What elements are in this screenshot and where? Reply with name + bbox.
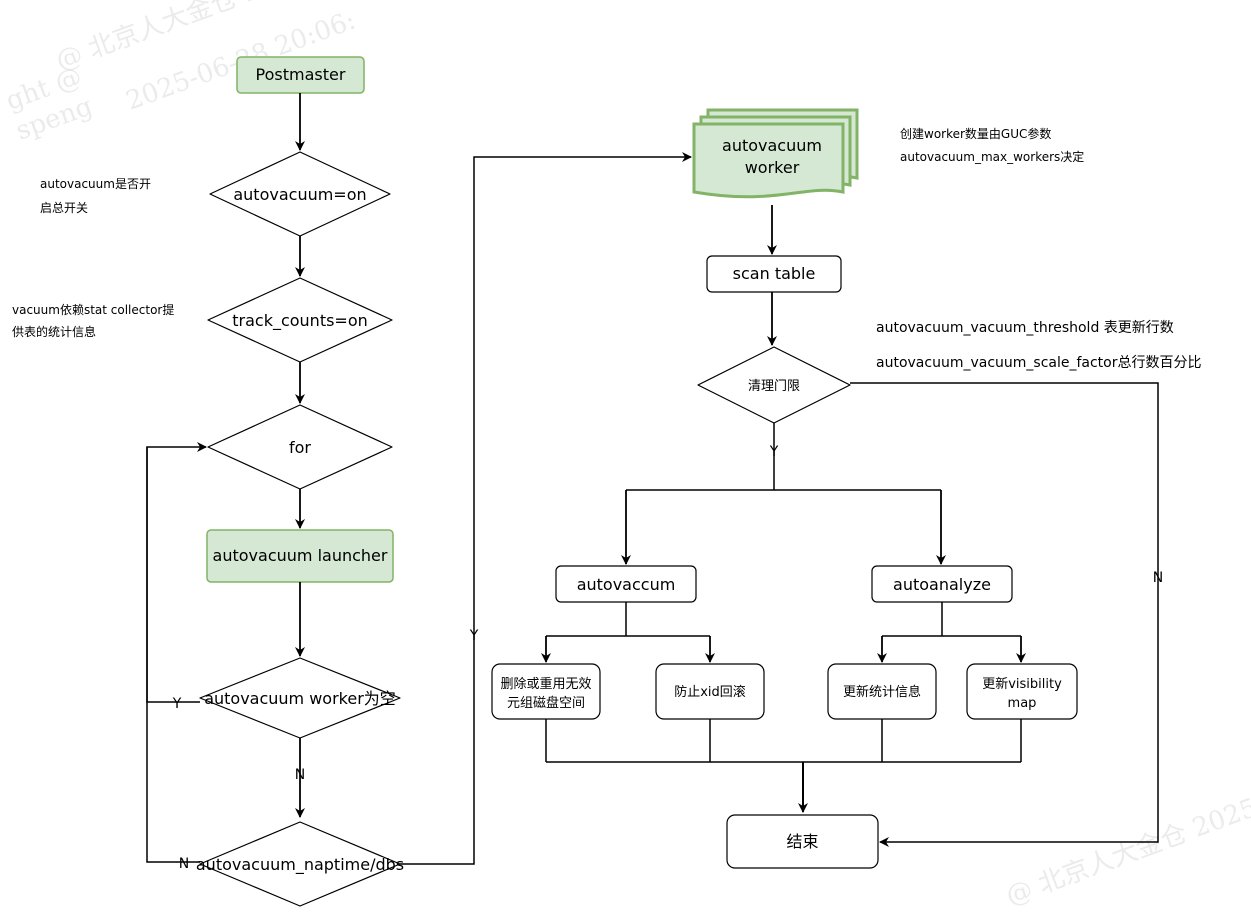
edge-naptime-yes-worker xyxy=(400,152,692,865)
annotation-autovacuum-switch-2: 启总开关 xyxy=(40,201,88,215)
annotation-vacuum-dep-2: 供表的统计信息 xyxy=(12,324,96,339)
node-postmaster: Postmaster xyxy=(236,56,365,94)
threshold-label: 清理门限 xyxy=(748,379,800,394)
node-worker-empty: autovacuum worker为空 xyxy=(199,657,401,739)
annotation-autovacuum-switch-1: autovacuum是否开 xyxy=(40,177,151,191)
edge-label-worker-empty-no: N xyxy=(295,767,305,783)
node-update-vm: 更新visibility map xyxy=(966,663,1078,720)
autovaccum-label: autovaccum xyxy=(577,575,676,594)
annotation-worker-count-2: autovacuum_max_workers决定 xyxy=(900,149,1084,164)
node-autovaccum: autovaccum xyxy=(555,565,697,603)
edge-label-threshold-no: N xyxy=(1153,570,1163,586)
node-threshold: 清理门限 xyxy=(697,346,851,424)
worker-label-line2: worker xyxy=(745,158,800,177)
node-prevent-xid: 防止xid回滚 xyxy=(655,663,765,720)
edge-label-worker-empty-yes: Y xyxy=(172,696,182,712)
annotation-worker-count-1: 创建worker数量由GUC参数 xyxy=(900,126,1051,141)
launcher-label: autovacuum launcher xyxy=(213,546,388,565)
node-for: for xyxy=(207,404,393,490)
node-autovacuum-worker: autovacuum worker xyxy=(692,108,859,199)
delete-label-line2: 元组磁盘空间 xyxy=(507,695,585,711)
edge-threshold-no-end xyxy=(850,382,1159,847)
node-autoanalyze: autoanalyze xyxy=(871,565,1013,603)
watermark-text-5: @ 北京人大金仓 2025-06-28 20:06: xyxy=(1002,733,1251,912)
node-scan-table: scan table xyxy=(706,255,842,293)
node-update-stats: 更新统计信息 xyxy=(827,663,937,720)
edge-label-naptime-yes: Y xyxy=(469,628,479,644)
track-counts-on-label: track_counts=on xyxy=(232,311,368,331)
postmaster-label: Postmaster xyxy=(256,65,346,84)
edge-worker-empty-yes-loop xyxy=(146,442,207,703)
end-label: 结束 xyxy=(786,832,818,851)
node-autovacuum-launcher: autovacuum launcher xyxy=(206,529,394,583)
autovacuum-on-label: autovacuum=on xyxy=(233,185,366,204)
delete-label-line1: 删除或重用无效 xyxy=(500,676,591,692)
annotation-vacuum-dep-1: vacuum依赖stat collector提 xyxy=(12,302,174,317)
node-end: 结束 xyxy=(726,814,879,869)
edge-naptime-no-loop xyxy=(146,447,200,863)
annotation-vac-scale: autovacuum_vacuum_scale_factor总行数百分比 xyxy=(876,355,1202,371)
update-vm-label-line1: 更新visibility xyxy=(982,676,1062,692)
worker-label-line1: autovacuum xyxy=(722,136,822,155)
node-delete-tuples: 删除或重用无效 元组磁盘空间 xyxy=(491,663,601,720)
annotation-vac-threshold: autovacuum_vacuum_threshold 表更新行数 xyxy=(876,320,1174,336)
for-label: for xyxy=(289,438,311,457)
worker-empty-label: autovacuum worker为空 xyxy=(204,689,396,708)
autoanalyze-label: autoanalyze xyxy=(893,575,991,594)
node-autovacuum-on: autovacuum=on xyxy=(209,151,391,237)
node-naptime: autovacuum_naptime/dbs xyxy=(196,821,404,907)
naptime-label: autovacuum_naptime/dbs xyxy=(196,855,404,875)
prevent-xid-label: 防止xid回滚 xyxy=(674,684,746,700)
edge-label-threshold-yes: Y xyxy=(769,444,779,460)
update-stats-label: 更新统计信息 xyxy=(843,684,921,700)
edge-label-naptime-no: N xyxy=(179,856,189,872)
update-vm-label-line2: map xyxy=(1008,696,1037,711)
scan-table-label: scan table xyxy=(733,264,816,283)
node-track-counts-on: track_counts=on xyxy=(207,277,393,363)
